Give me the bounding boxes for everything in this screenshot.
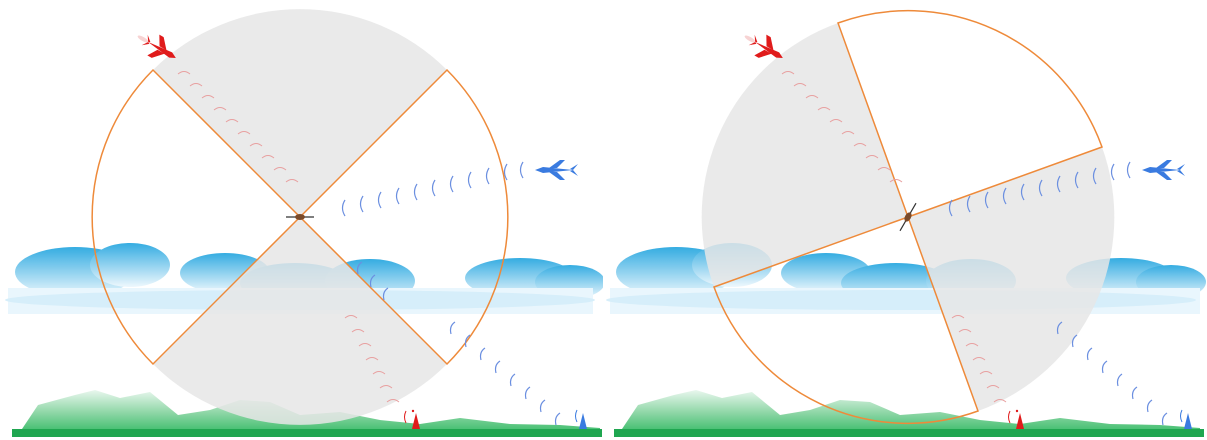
sector-bottom-left: [713, 216, 979, 425]
red-waves: [781, 71, 903, 183]
blue-waves: [341, 161, 524, 217]
red-waves-ground: [951, 315, 1007, 403]
ground-strip: [614, 429, 1204, 437]
scene-panel-right: [604, 0, 1207, 440]
scene-panel-left: [0, 0, 603, 440]
red-waves: [177, 71, 299, 183]
hills: [620, 390, 1200, 436]
blue-waves: [948, 161, 1131, 217]
drone-icon: [899, 202, 917, 232]
drone-icon: [286, 214, 314, 220]
ground-strip: [12, 429, 602, 437]
blue-jet-icon: [535, 160, 578, 180]
red-antenna-icon: [1008, 409, 1024, 429]
blue-jet-icon: [1142, 160, 1185, 180]
red-antenna-icon: [404, 409, 420, 429]
blue-antenna-icon: [1180, 409, 1192, 429]
red-jet-icon: [744, 34, 783, 58]
red-jet-icon: [137, 34, 176, 58]
sector-top-right: [837, 9, 1103, 218]
hills: [20, 390, 600, 436]
clouds: [606, 243, 1206, 314]
blue-waves-ground: [356, 261, 561, 426]
ground: [614, 390, 1204, 437]
red-waves-ground: [344, 315, 400, 403]
left-diagram: [5, 9, 603, 437]
blue-antenna-icon: [575, 409, 587, 429]
ground: [12, 390, 602, 437]
sensor-sectors: [701, 9, 1115, 425]
right-diagram: [606, 9, 1206, 437]
sector-right: [298, 68, 509, 366]
blue-waves-ground: [1056, 321, 1168, 426]
sensor-sectors: [91, 9, 509, 425]
sector-left: [91, 68, 302, 366]
